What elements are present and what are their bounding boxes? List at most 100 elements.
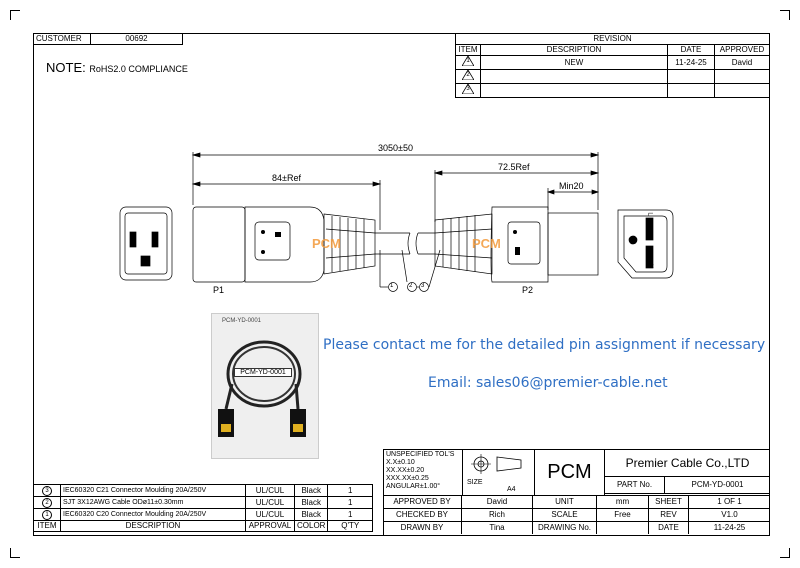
revision-header-approved: APPROVED — [714, 44, 770, 56]
note-text: RoHS2.0 COMPLIANCE — [89, 64, 188, 74]
bom-approval: UL/CUL — [245, 508, 295, 521]
min-dimension: Min20 — [559, 181, 584, 191]
coiled-cable-image — [218, 340, 306, 437]
part-no-row: PART No. PCM-YD-0001 — [605, 477, 770, 494]
date-label: DATE — [648, 521, 689, 534]
bom-color: Black — [293, 496, 329, 509]
bom-qty: 1 — [327, 508, 373, 521]
drawn-by-value: Tina — [461, 521, 533, 534]
drawn-by-label: DRAWN BY — [383, 521, 462, 534]
p2-label: P2 — [522, 285, 534, 295]
socket-l-label: L — [646, 212, 653, 216]
bom-header-approval: APPROVAL — [245, 520, 295, 532]
bom-color: Black — [293, 484, 329, 497]
tolerance-line: XXX.XX±0.25 — [386, 475, 429, 482]
customer-value: 00692 — [90, 33, 183, 45]
projection-cell: SIZE A4 — [463, 449, 535, 495]
bom-header: ITEM DESCRIPTION APPROVAL COLOR Q'TY — [33, 520, 373, 532]
revision-row: 1 NEW 11-24-25 David — [455, 55, 770, 70]
contact-message: Please contact me for the detailed pin a… — [323, 337, 766, 353]
balloon-1: 1 — [390, 283, 394, 289]
customer-label: CUSTOMER — [33, 33, 91, 45]
balloon-3: 3 — [421, 283, 425, 289]
tolerance-line: XX.XX±0.20 — [386, 467, 425, 474]
part-no-value: PCM-YD-0001 — [664, 477, 770, 494]
revision-approved: David — [714, 55, 770, 70]
revision-description — [480, 69, 668, 84]
right-dimension: 72.5Ref — [498, 162, 530, 172]
bom-header-qty: Q'TY — [327, 520, 373, 532]
bom-description: IEC60320 C21 Connector Moulding 20A/250V — [60, 484, 246, 497]
drawing-no-label: DRAWING No. — [532, 521, 597, 534]
sheet-value: 1 OF 1 — [688, 495, 770, 509]
customer-box: CUSTOMER 00692 — [33, 33, 183, 45]
revision-triangle-icon: 1 — [462, 56, 474, 66]
bom-header-color: COLOR — [293, 520, 329, 532]
balloon-2: 2 — [409, 283, 413, 289]
overall-dimension: 3050±50 — [378, 143, 413, 153]
photo-top-label: PCM-YD-0001 — [222, 318, 262, 324]
sheet-label: SHEET — [648, 495, 689, 509]
corner-mark — [10, 10, 20, 11]
title-logo: PCM — [535, 449, 605, 495]
bom-approval: UL/CUL — [245, 484, 295, 497]
tolerance-line: ANGULAR±1.00° — [386, 483, 441, 490]
bom-description: IEC60320 C20 Connector Moulding 20A/250V — [60, 508, 246, 521]
corner-mark — [780, 10, 790, 11]
bom-table: 3 IEC60320 C21 Connector Moulding 20A/25… — [33, 484, 373, 532]
revision-date: 11-24-25 — [667, 55, 715, 70]
checked-by-value: Rich — [461, 508, 533, 522]
corner-mark — [10, 548, 11, 558]
revision-approved — [714, 83, 770, 98]
tolerance-title: UNSPECIFIED TOL'S — [386, 451, 455, 458]
unit-value: mm — [596, 495, 649, 509]
scale-value: Free — [596, 508, 649, 522]
approved-by-value: David — [461, 495, 533, 509]
size-value: A4 — [507, 486, 516, 493]
corner-mark — [789, 548, 790, 558]
bom-header-description: DESCRIPTION — [60, 520, 246, 532]
photo-tag: PCM-YD-0001 — [234, 368, 292, 377]
revision-triangle-icon: 2 — [462, 70, 474, 80]
corner-mark — [10, 557, 20, 558]
bom-qty: 1 — [327, 496, 373, 509]
bom-row: 1 IEC60320 C20 Connector Moulding 20A/25… — [33, 508, 373, 521]
unit-label: UNIT — [532, 495, 597, 509]
revision-table: REVISION ITEM DESCRIPTION DATE APPROVED … — [455, 33, 770, 98]
bom-description: SJT 3X12AWG Cable ODø11±0.30mm — [60, 496, 246, 509]
corner-mark — [10, 10, 11, 20]
revision-row: 3 — [455, 83, 770, 98]
revision-date — [667, 83, 715, 98]
scale-label: SCALE — [532, 508, 597, 522]
bom-header-item: ITEM — [33, 520, 61, 532]
bom-item-balloon: 3 — [42, 486, 52, 496]
checked-by-label: CHECKED BY — [383, 508, 462, 522]
bom-row: 3 IEC60320 C21 Connector Moulding 20A/25… — [33, 484, 373, 497]
revision-date — [667, 69, 715, 84]
approved-by-label: APPROVED BY — [383, 495, 462, 509]
title-grid: APPROVED BY David UNIT mm SHEET 1 OF 1 C… — [383, 495, 770, 534]
bom-item-balloon: 1 — [42, 510, 52, 520]
revision-header-item: ITEM — [455, 44, 481, 56]
tolerance-block: UNSPECIFIED TOL'S X.X±0.10 XX.XX±0.20 XX… — [383, 449, 463, 495]
contact-email[interactable]: Email: sales06@premier-cable.net — [428, 375, 668, 391]
p1-label: P1 — [213, 285, 225, 295]
company-name: Premier Cable Co.,LTD — [605, 449, 770, 477]
bom-row: 2 SJT 3X12AWG Cable ODø11±0.30mm UL/CUL … — [33, 496, 373, 509]
corner-mark — [789, 10, 790, 20]
bom-qty: 1 — [327, 484, 373, 497]
part-no-label: PART No. — [605, 477, 665, 494]
note-prefix: NOTE: — [46, 60, 86, 75]
revision-approved — [714, 69, 770, 84]
left-dimension: 84±Ref — [272, 173, 301, 183]
pcm-watermark: PCM — [472, 236, 501, 251]
size-label: SIZE — [467, 479, 483, 486]
bom-approval: UL/CUL — [245, 496, 295, 509]
product-photo: PCM-YD-0001 PCM-YD-0001 — [211, 313, 319, 459]
revision-header-date: DATE — [667, 44, 715, 56]
note: NOTE: RoHS2.0 COMPLIANCE — [46, 60, 188, 75]
date-value: 11-24-25 — [688, 521, 770, 534]
revision-triangle-icon: 3 — [462, 84, 474, 94]
tolerance-line: X.X±0.10 — [386, 459, 415, 466]
rev-label: REV — [648, 508, 689, 522]
